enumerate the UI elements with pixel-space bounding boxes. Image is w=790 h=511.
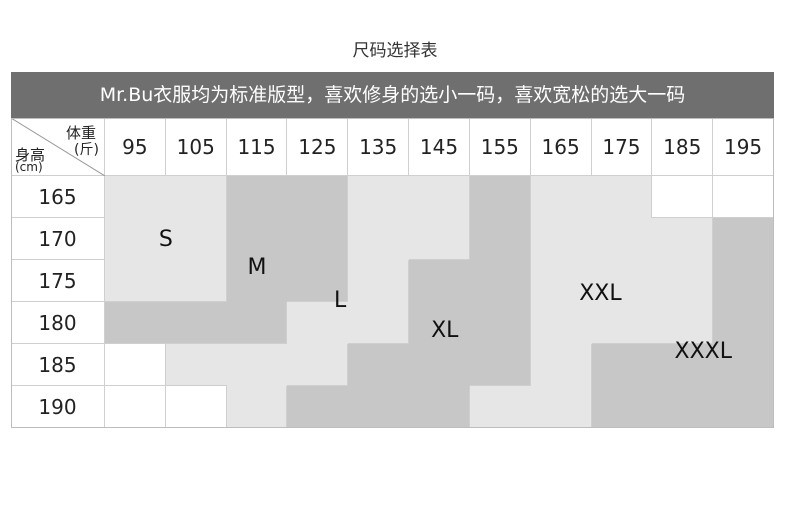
size-chart-table: Mr.Bu衣服均为标准版型，喜欢修身的选小一码，喜欢宽松的选大一码 体重(斤) 身… xyxy=(11,72,774,428)
size-cell xyxy=(713,260,774,302)
corner-diagonal xyxy=(11,118,105,176)
size-cell xyxy=(652,176,714,218)
size-cell xyxy=(226,386,288,428)
size-cell xyxy=(348,176,410,218)
size-cell xyxy=(409,344,470,386)
size-cell xyxy=(652,260,714,302)
weight-header: 155 xyxy=(469,118,531,176)
weight-header: 165 xyxy=(530,118,592,176)
size-cell xyxy=(409,218,470,260)
size-cell xyxy=(105,176,166,218)
size-cell xyxy=(469,386,531,428)
size-cell xyxy=(530,260,592,302)
size-cell xyxy=(348,344,410,386)
size-label-xxl: XXL xyxy=(579,280,622,306)
size-label-l: L xyxy=(333,287,347,313)
size-cell xyxy=(652,344,714,386)
size-cell xyxy=(409,260,470,302)
height-header: 185 xyxy=(11,344,105,386)
size-cell xyxy=(713,302,774,344)
size-cell xyxy=(530,302,592,344)
size-label-s: S xyxy=(158,226,173,252)
size-cell xyxy=(591,344,653,386)
corner-header: 体重(斤) 身高(cm) xyxy=(11,118,105,176)
weight-header: 175 xyxy=(591,118,653,176)
size-cell xyxy=(348,302,410,344)
size-cell xyxy=(105,302,166,344)
size-cell xyxy=(348,260,410,302)
size-cell xyxy=(226,218,288,260)
size-label-xxxl: XXXL xyxy=(674,338,733,364)
weight-header: 185 xyxy=(652,118,714,176)
size-cell xyxy=(652,386,714,428)
weight-header: 125 xyxy=(287,118,349,176)
size-cell xyxy=(469,260,531,302)
weight-header: 115 xyxy=(226,118,288,176)
size-cell xyxy=(530,344,592,386)
size-cell xyxy=(287,176,349,218)
size-cell xyxy=(165,218,227,260)
size-cell xyxy=(469,176,531,218)
size-label-m: M xyxy=(247,254,267,280)
size-cell xyxy=(591,302,653,344)
size-cell xyxy=(469,344,531,386)
weight-header: 195 xyxy=(713,118,774,176)
height-axis-label: 身高 xyxy=(15,146,46,164)
size-cell xyxy=(105,218,166,260)
size-cell xyxy=(409,386,470,428)
fit-advice-banner: Mr.Bu衣服均为标准版型，喜欢修身的选小一码，喜欢宽松的选大一码 xyxy=(11,72,774,118)
size-cell xyxy=(287,386,349,428)
size-cell xyxy=(530,176,592,218)
size-cell xyxy=(652,302,714,344)
size-cell xyxy=(105,344,166,386)
size-cell xyxy=(226,302,288,344)
size-cell xyxy=(165,176,227,218)
size-cell xyxy=(713,176,774,218)
size-cell xyxy=(348,386,410,428)
weight-header: 145 xyxy=(409,118,470,176)
size-label-xl: XL xyxy=(431,317,459,343)
size-cell xyxy=(287,344,349,386)
size-cell xyxy=(713,218,774,260)
weight-axis-label: 体重 xyxy=(66,124,97,142)
size-cell xyxy=(165,386,227,428)
size-cell xyxy=(469,302,531,344)
weight-unit-label: (斤) xyxy=(74,142,99,158)
weight-header: 95 xyxy=(105,118,166,176)
height-header: 180 xyxy=(11,302,105,344)
size-cell xyxy=(591,218,653,260)
size-cell xyxy=(591,260,653,302)
size-cell xyxy=(409,176,470,218)
height-header: 190 xyxy=(11,386,105,428)
size-cell xyxy=(530,386,592,428)
page-title: 尺码选择表 xyxy=(352,41,438,61)
size-cell xyxy=(105,260,166,302)
size-cell xyxy=(469,218,531,260)
size-cell xyxy=(287,260,349,302)
size-cell xyxy=(591,386,653,428)
weight-header: 135 xyxy=(348,118,410,176)
height-header: 165 xyxy=(11,176,105,218)
size-cell xyxy=(226,176,288,218)
height-header: 175 xyxy=(11,260,105,302)
size-cell xyxy=(530,218,592,260)
height-unit-label: (cm) xyxy=(15,160,43,174)
size-cell xyxy=(165,260,227,302)
height-header: 170 xyxy=(11,218,105,260)
size-cell xyxy=(713,386,774,428)
size-cell xyxy=(287,302,349,344)
size-cell xyxy=(591,176,653,218)
size-cell xyxy=(165,344,227,386)
size-cell xyxy=(165,302,227,344)
size-cell xyxy=(287,218,349,260)
size-cell xyxy=(226,260,288,302)
size-cell xyxy=(105,386,166,428)
size-cell xyxy=(348,218,410,260)
size-cell xyxy=(226,344,288,386)
size-cell xyxy=(652,218,714,260)
size-cell xyxy=(409,302,470,344)
weight-header: 105 xyxy=(165,118,227,176)
